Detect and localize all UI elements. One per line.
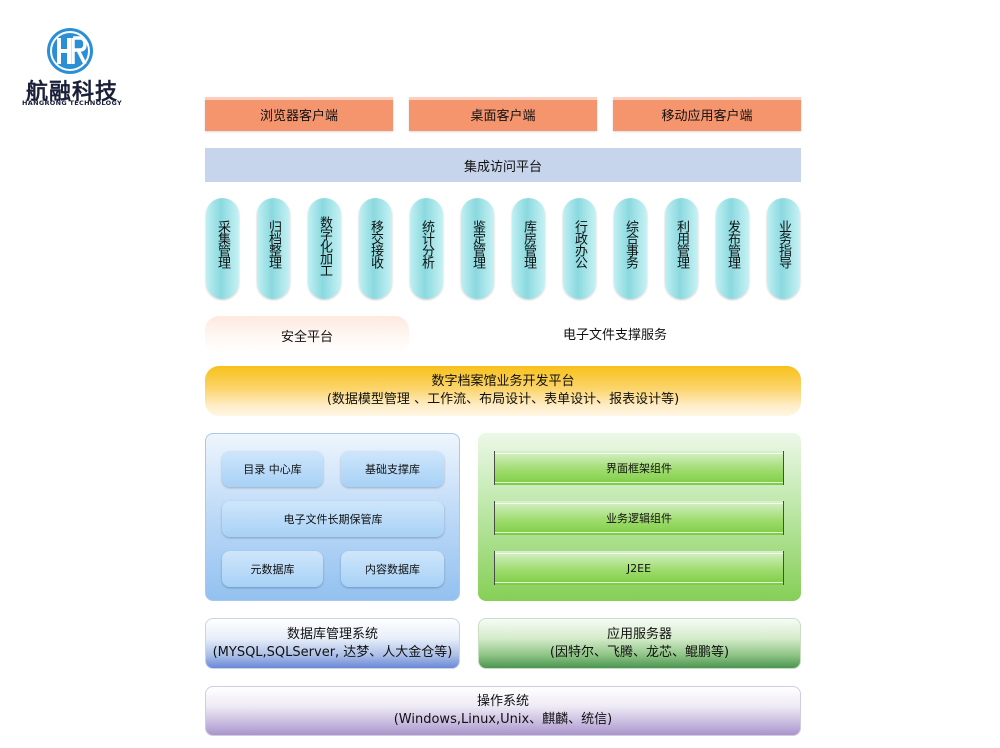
module-digitization: 数字化加工 bbox=[308, 198, 341, 299]
app-server-title: 应用服务器 bbox=[606, 626, 672, 642]
module-guidance: 业务指导 bbox=[767, 198, 800, 299]
component-j2ee: J2EE bbox=[494, 551, 784, 585]
db-catalog: 目录 中心库 bbox=[222, 451, 323, 487]
integration-platform: 集成访问平台 bbox=[205, 148, 801, 182]
dev-platform-title: 数字档案馆业务开发平台 bbox=[431, 374, 575, 389]
db-content: 内容数据库 bbox=[341, 551, 444, 587]
dbms-layer: 数据库管理系统 (MYSQL,SQLServer, 达梦、人大金仓等) bbox=[205, 618, 460, 669]
module-publishing: 发布管理 bbox=[716, 198, 749, 299]
module-statistics: 统计分析 bbox=[410, 198, 443, 299]
client-desktop: 桌面客户端 bbox=[409, 97, 597, 131]
os-subtitle: (Windows,Linux,Unix、麒麟、统信) bbox=[393, 712, 613, 727]
component-business-logic: 业务逻辑组件 bbox=[494, 501, 784, 535]
db-metadata: 元数据库 bbox=[222, 551, 323, 587]
dev-platform-subtitle: (数据模型管理 、工作流、布局设计、表单设计、报表设计等) bbox=[326, 392, 680, 407]
module-office: 行政办公 bbox=[563, 198, 596, 299]
module-collection: 采集管理 bbox=[206, 198, 239, 299]
dev-platform: 数字档案馆业务开发平台 (数据模型管理 、工作流、布局设计、表单设计、报表设计等… bbox=[205, 366, 801, 416]
client-browser: 浏览器客户端 bbox=[205, 97, 393, 131]
db-longterm: 电子文件长期保管库 bbox=[222, 501, 444, 537]
module-affairs: 综合事务 bbox=[614, 198, 647, 299]
module-archiving: 归档整理 bbox=[257, 198, 290, 299]
efile-support-service: 电子文件支撑服务 bbox=[562, 327, 667, 343]
component-ui-framework: 界面框架组件 bbox=[494, 451, 784, 485]
client-mobile: 移动应用客户端 bbox=[613, 97, 801, 131]
module-appraisal: 鉴定管理 bbox=[461, 198, 494, 299]
dbms-subtitle: (MYSQL,SQLServer, 达梦、人大金仓等) bbox=[212, 644, 453, 660]
module-utilization: 利用管理 bbox=[665, 198, 698, 299]
dbms-title: 数据库管理系统 bbox=[286, 626, 378, 642]
company-logo-icon bbox=[42, 26, 98, 76]
company-name-cn: 航融科技 bbox=[25, 80, 118, 105]
company-name-en: HANGRONG TECHNOLOGY bbox=[22, 99, 122, 107]
os-layer: 操作系统 (Windows,Linux,Unix、麒麟、统信) bbox=[205, 686, 801, 736]
security-platform: 安全平台 bbox=[205, 316, 409, 354]
module-transfer: 移交接收 bbox=[359, 198, 392, 299]
module-warehouse: 库房管理 bbox=[512, 198, 545, 299]
db-base-support: 基础支撑库 bbox=[341, 451, 444, 487]
os-title: 操作系统 bbox=[476, 694, 529, 709]
app-server-subtitle: (因特尔、飞腾、龙芯、鲲鹏等) bbox=[549, 644, 730, 660]
app-server-layer: 应用服务器 (因特尔、飞腾、龙芯、鲲鹏等) bbox=[478, 618, 801, 669]
